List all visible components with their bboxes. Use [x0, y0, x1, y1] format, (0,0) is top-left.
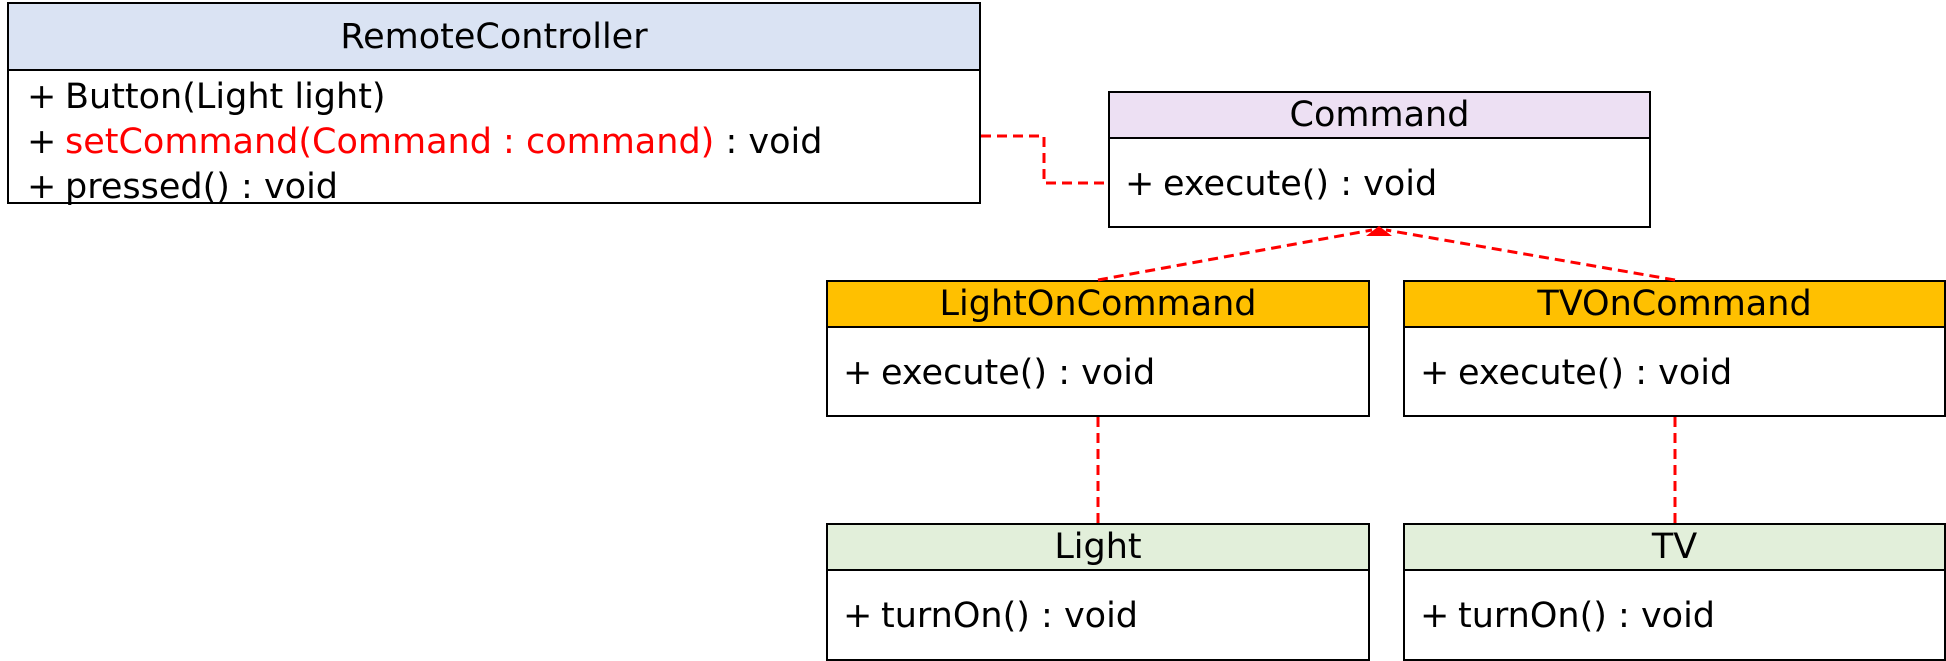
- light-class: Light +turnOn() : void: [826, 523, 1370, 661]
- visibility-marker: +: [843, 596, 873, 636]
- visibility-marker: +: [27, 167, 57, 207]
- light-on-command-realizes-command: [1097, 228, 1373, 282]
- visibility-marker: +: [843, 352, 873, 393]
- member-signature: Button(Light light): [65, 77, 386, 117]
- remote-controller-class: RemoteController +Button(Light light) +s…: [7, 2, 981, 207]
- tv-on-command-class-name: TVOnCommand: [1405, 282, 1944, 328]
- tv-on-command-realizes-command: [1385, 228, 1676, 282]
- member-signature: execute() : void: [1163, 163, 1438, 204]
- light-on-command-member-execute: +execute() : void: [843, 353, 1368, 393]
- remote-controller-member-constructor: +Button(Light light): [27, 75, 979, 120]
- tv-member-turn-on: +turnOn() : void: [1420, 596, 1944, 636]
- member-signature: pressed() : void: [65, 167, 339, 207]
- visibility-marker: +: [27, 77, 57, 117]
- light-class-name: Light: [828, 525, 1368, 571]
- member-signature: execute() : void: [1458, 352, 1733, 393]
- highlighted-signature: setCommand(Command : command): [65, 122, 715, 162]
- remote-controller-member-set-command: +setCommand(Command : command) : void: [27, 120, 979, 165]
- member-signature: execute() : void: [881, 352, 1156, 393]
- tv-on-command-members: +execute() : void: [1405, 328, 1944, 417]
- tv-members: +turnOn() : void: [1405, 571, 1944, 661]
- visibility-marker: +: [1420, 596, 1450, 636]
- tv-on-command-member-execute: +execute() : void: [1420, 353, 1944, 393]
- visibility-marker: +: [1420, 352, 1450, 393]
- command-interface: Command +execute() : void: [1108, 91, 1651, 228]
- command-member-execute: +execute() : void: [1125, 164, 1649, 204]
- member-signature: turnOn() : void: [1458, 596, 1716, 636]
- tv-class: TV +turnOn() : void: [1403, 523, 1946, 661]
- light-member-turn-on: +turnOn() : void: [843, 596, 1368, 636]
- light-members: +turnOn() : void: [828, 571, 1368, 661]
- tv-class-name: TV: [1405, 525, 1944, 571]
- remote-controller-members: +Button(Light light) +setCommand(Command…: [9, 71, 979, 210]
- remote-controller-to-command-dependency: [981, 134, 1108, 185]
- visibility-marker: +: [1125, 163, 1155, 204]
- command-class-name: Command: [1110, 93, 1649, 139]
- visibility-marker: +: [27, 122, 57, 162]
- remote-controller-member-pressed: +pressed() : void: [27, 165, 979, 210]
- command-members: +execute() : void: [1110, 139, 1649, 228]
- member-return-type: : void: [714, 122, 823, 162]
- tv-on-command-class: TVOnCommand +execute() : void: [1403, 280, 1946, 417]
- light-on-command-class-name: LightOnCommand: [828, 282, 1368, 328]
- light-on-command-members: +execute() : void: [828, 328, 1368, 417]
- member-signature: turnOn() : void: [881, 596, 1139, 636]
- remote-controller-class-name: RemoteController: [9, 4, 979, 71]
- light-on-command-class: LightOnCommand +execute() : void: [826, 280, 1370, 417]
